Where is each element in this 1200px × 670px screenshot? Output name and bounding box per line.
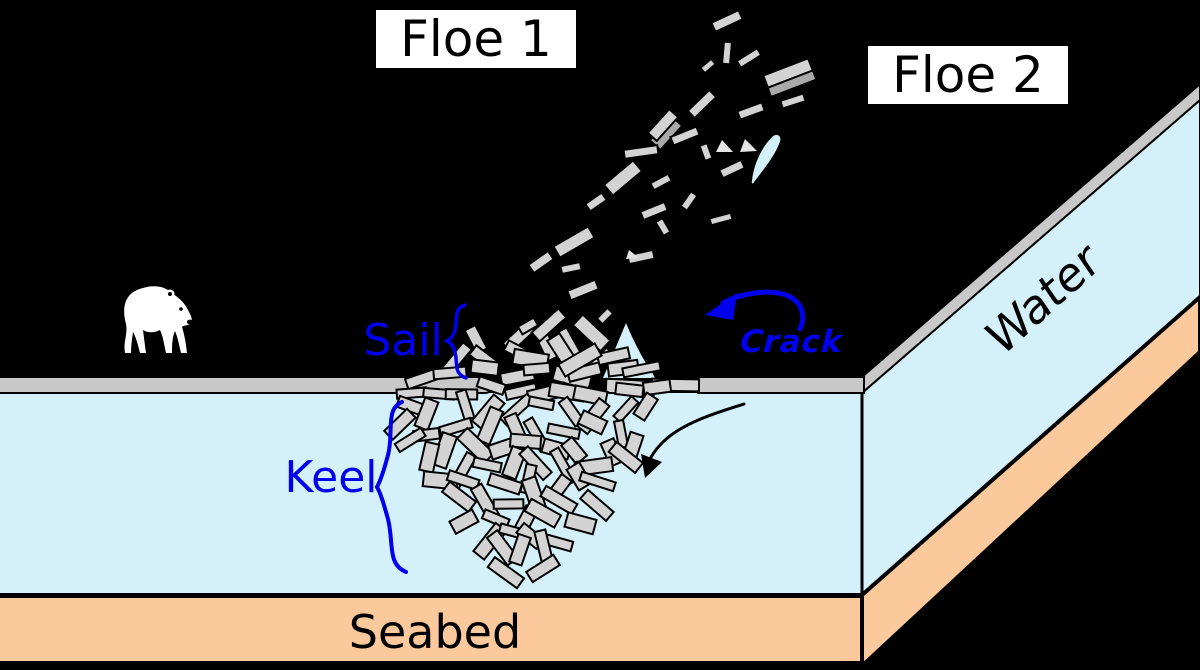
ice-block	[578, 488, 616, 523]
shard-triangle	[626, 250, 639, 259]
ice-block	[486, 555, 526, 590]
debris-stream	[516, 8, 818, 378]
ice-block	[559, 260, 583, 276]
ice-block	[565, 278, 601, 302]
flow-arrow	[641, 402, 746, 478]
keel-label: Keel	[284, 452, 377, 503]
ice-block	[563, 511, 598, 536]
water-seabed-boundary	[0, 593, 862, 598]
ice-block	[638, 200, 670, 222]
ice-block	[571, 313, 612, 353]
ice-block	[698, 57, 718, 75]
ice-block	[614, 381, 645, 399]
floe1-label: Floe 1	[400, 10, 552, 68]
ice-block	[576, 409, 609, 436]
ice-block	[648, 172, 674, 192]
seabed-front-face	[0, 598, 862, 661]
ice-block	[527, 395, 556, 412]
ice-block	[578, 470, 618, 493]
shard-triangle	[740, 139, 757, 152]
ice-block	[393, 426, 428, 454]
sail-label: Sail	[363, 315, 442, 366]
ice-block	[622, 144, 660, 160]
ice-block	[761, 57, 815, 89]
flow-arrow-head	[641, 454, 662, 478]
ice-block	[516, 316, 540, 336]
ice-block	[607, 440, 645, 475]
crack-arrow-head	[705, 293, 737, 320]
ice-block	[654, 216, 672, 238]
ice-block	[526, 249, 556, 275]
ice-block	[492, 498, 525, 510]
ice-block	[698, 141, 714, 163]
crack-annotation: Crack	[705, 289, 848, 360]
ice-block	[545, 422, 582, 441]
ice-block	[646, 107, 680, 143]
ice-block	[437, 416, 474, 439]
ice-block	[708, 211, 734, 227]
ice-block	[641, 378, 673, 397]
ice-block	[524, 553, 562, 584]
ice-block	[507, 532, 533, 567]
seabed-bottom-border	[0, 661, 862, 666]
keel-brace	[374, 400, 408, 574]
floe2-label-box	[868, 46, 1068, 104]
ice-block	[779, 92, 807, 110]
ice-block	[686, 88, 718, 120]
ice-block	[448, 508, 480, 536]
cross-section-side	[860, 82, 1200, 670]
bear-body	[124, 286, 192, 353]
ice-block	[556, 342, 604, 378]
ice-block	[679, 189, 699, 213]
ice-block	[471, 456, 503, 474]
ice-block	[717, 158, 747, 180]
floe2-surface-band	[697, 376, 865, 394]
ice-block	[626, 248, 656, 266]
ice-block	[735, 46, 763, 70]
water-front-face	[0, 393, 862, 595]
bear-eye	[179, 307, 183, 311]
ice-block	[612, 394, 640, 424]
ice-block	[522, 361, 552, 377]
cross-section-front	[0, 393, 862, 666]
ice-block	[523, 497, 563, 529]
crack-arrow-curve	[720, 289, 806, 332]
floe2-label: Floe 2	[892, 46, 1044, 104]
ice-block	[669, 125, 701, 147]
shard-triangle	[716, 140, 733, 152]
ice-block	[621, 360, 663, 379]
ice-block	[720, 40, 734, 66]
ice-block	[440, 480, 478, 514]
polar-bear	[124, 286, 193, 353]
ice-block	[595, 346, 632, 367]
ice-block	[455, 426, 496, 466]
ice-block	[735, 101, 767, 121]
crack-label: Crack	[736, 324, 848, 359]
sail-brace	[443, 303, 468, 380]
ice-crescent-shard	[750, 133, 782, 185]
floe1-label-box	[376, 10, 576, 68]
ice-block	[552, 225, 596, 259]
ice-block	[559, 435, 589, 466]
bear-nose	[187, 319, 193, 325]
annotations: Floe 1 Floe 2 Sail Keel Crack Water Seab…	[284, 10, 1109, 659]
bear-ear-inner	[168, 292, 172, 296]
ice-block	[583, 191, 609, 213]
ice-block	[539, 484, 579, 516]
ice-block	[530, 307, 568, 343]
ice-block	[595, 306, 615, 326]
ice-block	[709, 8, 745, 34]
flow-arrow-curve	[646, 402, 746, 466]
ice-block	[602, 159, 644, 197]
ice-block	[632, 391, 660, 422]
seabed-label: Seabed	[349, 605, 521, 659]
ice-block	[469, 358, 501, 377]
